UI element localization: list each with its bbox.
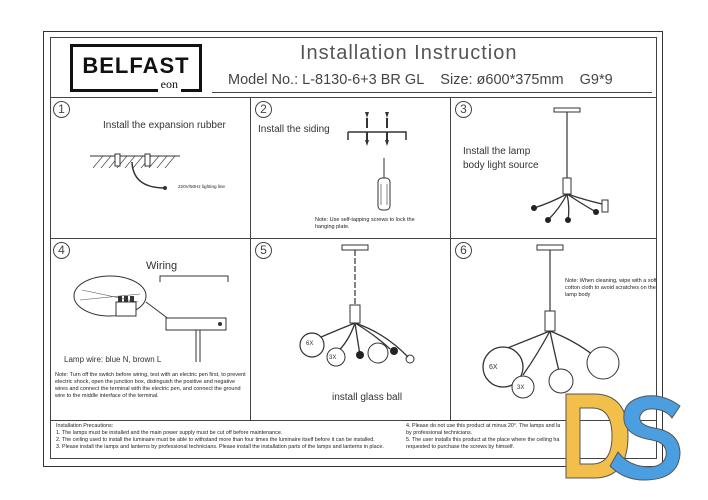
page-title: Installation Instruction bbox=[300, 42, 518, 64]
precaution-1: 1. The lamps must be installed and the m… bbox=[56, 430, 283, 436]
precaution-3: 3. Please install the lamps and lanterns… bbox=[56, 444, 384, 450]
brand-sub: eon bbox=[157, 77, 181, 92]
grid-line bbox=[50, 238, 657, 239]
brand-logo: BELFAST eon bbox=[70, 44, 202, 92]
step-number: 3 bbox=[455, 101, 472, 118]
bulb-spec: G9*9 bbox=[579, 72, 613, 88]
brand-name: BELFAST bbox=[82, 53, 190, 78]
step-6-note: Note: When cleaning, wipe with a soft co… bbox=[565, 278, 657, 298]
ds-watermark-logo bbox=[565, 393, 681, 481]
precaution-4: 4. Please do not use this product at min… bbox=[406, 423, 561, 429]
grid-line bbox=[50, 97, 657, 98]
step-2-note: Note: Use self-tapping screws to lock th… bbox=[315, 217, 415, 230]
precautions-heading: Installation Precautions: bbox=[56, 423, 114, 429]
badge-6x: 6X bbox=[489, 364, 498, 371]
lamp-wire-label: Lamp wire: blue N, brown L bbox=[64, 355, 162, 364]
lamp-body-illustration bbox=[531, 107, 609, 223]
step-number: 2 bbox=[255, 101, 272, 118]
precaution-5-cont: requested to purchase the screws by hims… bbox=[406, 444, 515, 450]
precaution-4-cont: by professional technicians. bbox=[406, 430, 473, 436]
finished-lamp-illustration bbox=[482, 244, 620, 399]
step-5-text: install glass ball bbox=[332, 392, 403, 403]
step-1-note: 220V/50Hz lighting line bbox=[178, 184, 225, 189]
badge-3x: 3X bbox=[329, 355, 337, 361]
step-2-text: Install the siding bbox=[258, 124, 330, 135]
size-spec: Size: ø600*375mm bbox=[440, 72, 564, 88]
glass-ball-illustration bbox=[299, 244, 415, 367]
spec-line: Model No.: L-8130-6+3 BR GL Size: ø600*3… bbox=[228, 72, 625, 88]
model-number: Model No.: L-8130-6+3 BR GL bbox=[228, 72, 425, 88]
step-number: 5 bbox=[255, 242, 272, 259]
spec-underline bbox=[212, 92, 652, 93]
step-3-text-b: body light source bbox=[463, 160, 539, 171]
wiring-illustration bbox=[73, 275, 229, 362]
precaution-2: 2. The ceiling used to install the lumin… bbox=[56, 437, 375, 443]
step-number: 1 bbox=[53, 101, 70, 118]
step-1-text: Install the expansion rubber bbox=[103, 120, 226, 131]
grid-line bbox=[250, 97, 251, 420]
grid-line bbox=[450, 97, 451, 420]
step-4-note: Note: Turn off the switch before wiring,… bbox=[55, 372, 246, 399]
step-number: 4 bbox=[53, 242, 70, 259]
badge-6x: 6X bbox=[306, 341, 314, 347]
badge-3x: 3X bbox=[517, 385, 525, 391]
step-4-text: Wiring bbox=[146, 260, 178, 272]
grid-line bbox=[50, 420, 657, 421]
siding-screw-illustration bbox=[347, 112, 407, 211]
precaution-5: 5. The user installs this product at the… bbox=[406, 437, 560, 443]
inner-frame bbox=[50, 37, 657, 459]
step-number: 6 bbox=[455, 242, 472, 259]
ceiling-drill-illustration bbox=[90, 153, 180, 190]
step-3-text-a: Install the lamp bbox=[463, 146, 531, 157]
